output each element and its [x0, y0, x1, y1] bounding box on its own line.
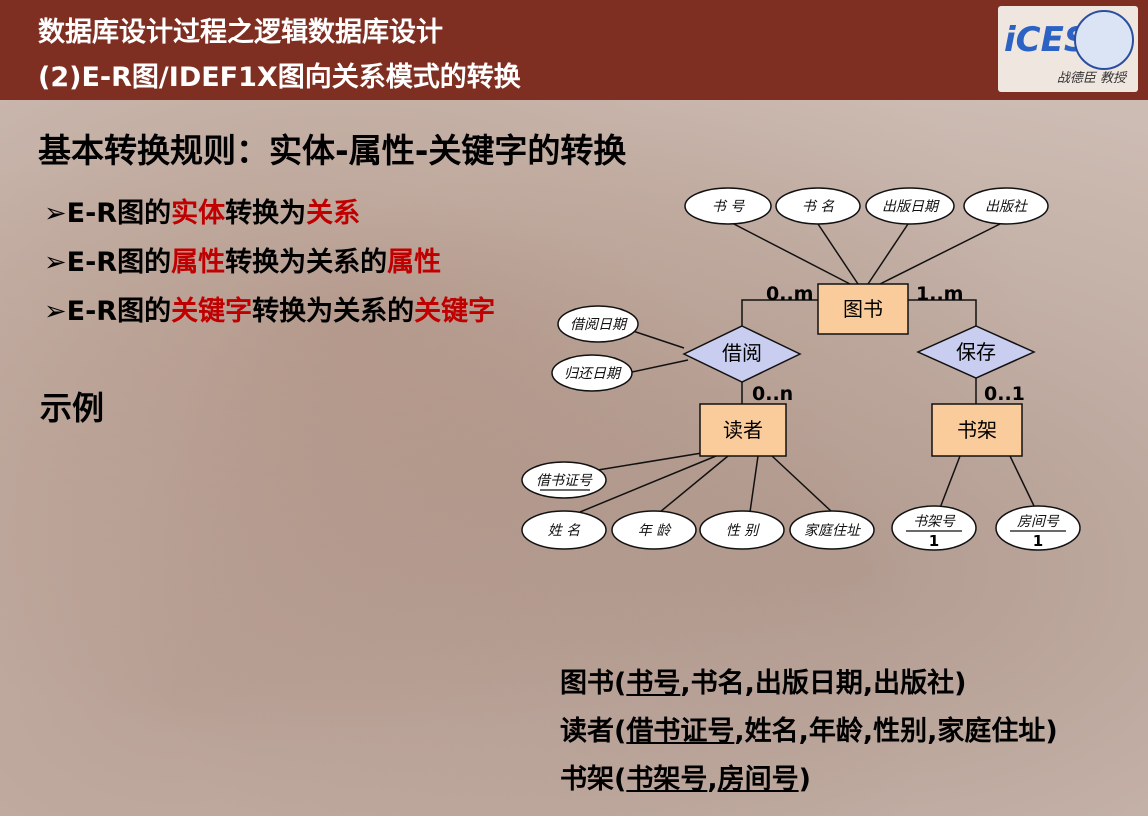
rule-text: E-R图的: [66, 198, 172, 229]
attr-room-no: [995, 505, 1081, 551]
attr-publisher: [963, 187, 1049, 225]
attr-publish-date-label: 出版日期: [882, 199, 940, 215]
attr-book-no: [684, 187, 772, 225]
rule-list: ➢E-R图的实体转换为关系 ➢E-R图的属性转换为关系的属性 ➢E-R图的关键字…: [44, 196, 495, 343]
rule-text: E-R图的: [66, 247, 172, 278]
attr-publisher-label: 出版社: [985, 199, 1028, 215]
relation-schemas: 图书(书号,书名,出版日期,出版社) 读者(借书证号,姓名,年龄,性别,家庭住址…: [560, 664, 1058, 808]
bullet-arrow-icon: ➢: [44, 247, 67, 278]
relation-book: 图书(书号,书名,出版日期,出版社): [560, 664, 1058, 712]
attr-borrow-date: [557, 305, 639, 343]
relation-attrs: ): [798, 764, 811, 795]
card-book-borrow: 0..m: [766, 283, 813, 305]
section-title: 基本转换规则：实体-属性-关键字的转换: [38, 131, 627, 170]
er-connectors: [579, 221, 1036, 513]
attr-gender: [699, 510, 785, 550]
relation-key: 书号: [626, 668, 681, 699]
attr-age-label: 年 龄: [638, 523, 672, 539]
example-label: 示例: [40, 389, 105, 427]
attr-return-date-label: 归还日期: [564, 366, 622, 382]
attr-name: [521, 510, 607, 550]
teacher-name: 战德臣 教授: [1056, 71, 1126, 86]
book-attributes: 书 号 书 名 出版日期 出版社: [684, 187, 1049, 225]
rule-highlight: 关键字: [171, 296, 253, 327]
attr-book-no-label: 书 号: [712, 199, 745, 215]
rule-text: E-R图的: [66, 296, 172, 327]
relation-attrs: ,姓名,年龄,性别,家庭住址): [734, 716, 1058, 747]
entity-reader: [699, 403, 787, 457]
relation-key: 书架号: [626, 764, 708, 795]
rule-text: 转换为关系的: [252, 296, 415, 327]
attr-shelf-no-card: 1: [929, 532, 939, 550]
attr-shelf-no-label: 书架号: [913, 514, 956, 530]
bullet-arrow-icon: ➢: [44, 296, 67, 327]
rule-highlight: 关键字: [414, 296, 496, 327]
attr-room-no-card: 1: [1033, 532, 1043, 550]
relation-name: 图书(: [560, 668, 627, 699]
ices-logo: iCES 战德臣 教授: [998, 6, 1138, 92]
rule-text: 转换为关系的: [225, 247, 388, 278]
rule-item: ➢E-R图的关键字转换为关系的关键字: [44, 294, 495, 343]
attr-gender-label: 性 别: [726, 523, 760, 539]
entity-book-label: 图书: [843, 297, 883, 321]
rule-highlight: 属性: [171, 247, 226, 278]
attr-address: [789, 510, 875, 550]
rule-highlight: 属性: [387, 247, 442, 278]
relation-name: 读者(: [560, 716, 627, 747]
relation-key: 借书证号: [626, 716, 735, 747]
attr-address-label: 家庭住址: [804, 523, 861, 539]
rule-item: ➢E-R图的属性转换为关系的属性: [44, 245, 495, 294]
card-store-shelf: 0..1: [984, 383, 1025, 405]
attr-room-no-label: 房间号: [1017, 514, 1060, 530]
relation-name: 书架(: [560, 764, 627, 795]
card-borrow-reader: 0..n: [752, 383, 793, 405]
entity-book: [817, 283, 909, 335]
attr-shelf-no: [891, 505, 977, 551]
relationship-borrow: [682, 325, 802, 383]
attr-borrow-date-label: 借阅日期: [570, 317, 628, 333]
relation-shelf: 书架(书架号,房间号): [560, 760, 1058, 808]
rule-item: ➢E-R图的实体转换为关系: [44, 196, 495, 245]
relation-sep: ,: [707, 764, 718, 795]
relation-key: 房间号: [717, 764, 799, 795]
rule-highlight: 实体: [171, 198, 226, 229]
rule-text: 转换为: [225, 198, 307, 229]
attr-age: [611, 510, 697, 550]
relation-attrs: ,书名,出版日期,出版社): [680, 668, 967, 699]
bullet-arrow-icon: ➢: [44, 198, 67, 229]
attr-name-label: 姓 名: [548, 523, 581, 539]
entity-shelf: [931, 403, 1023, 457]
header-bar: 数据库设计过程之逻辑数据库设计 (2)E-R图/IDEF1X图向关系模式的转换 …: [0, 0, 1148, 100]
slide-title-line2: (2)E-R图/IDEF1X图向关系模式的转换: [38, 62, 521, 93]
slide-title-line1: 数据库设计过程之逻辑数据库设计: [38, 17, 443, 48]
entity-shelf-label: 书架: [957, 418, 997, 442]
attr-publish-date: [865, 187, 955, 225]
university-emblem-icon: [1074, 10, 1134, 70]
card-book-store: 1..m: [916, 283, 963, 305]
attr-book-name: [775, 187, 861, 225]
relationship-store-label: 保存: [956, 340, 996, 364]
relationship-store: [916, 325, 1036, 379]
entity-reader-label: 读者: [723, 418, 763, 442]
attr-book-name-label: 书 名: [802, 199, 835, 215]
attr-card-no: [521, 461, 607, 499]
attr-return-date: [551, 354, 633, 392]
attr-card-no-label: 借书证号: [536, 473, 593, 489]
relationship-borrow-label: 借阅: [722, 341, 762, 365]
rule-highlight: 关系: [306, 198, 361, 229]
relation-reader: 读者(借书证号,姓名,年龄,性别,家庭住址): [560, 712, 1058, 760]
